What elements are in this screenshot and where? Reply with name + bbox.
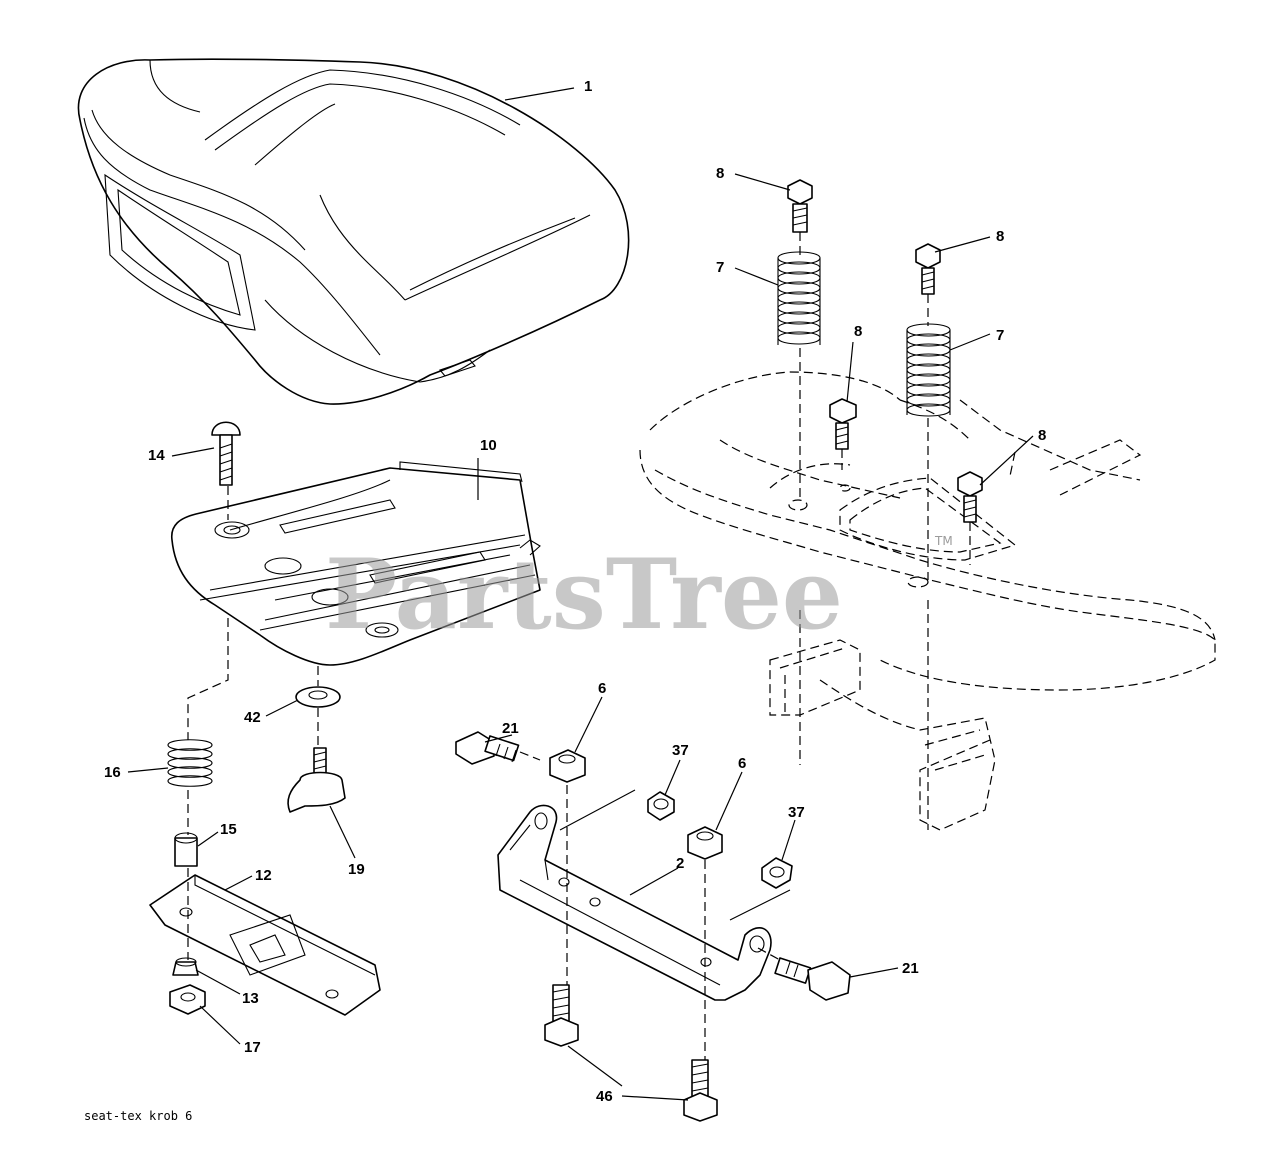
callout-knob: 19	[348, 861, 365, 878]
callout-labels: 1 8 7 8 7 8 8 10 14 42 16 15 12 19 13 17…	[104, 78, 1046, 1105]
carriage-bolt-part[interactable]	[211, 421, 241, 486]
callout-carriage-bolt: 14	[148, 447, 165, 464]
callout-nut-b: 6	[738, 755, 746, 772]
washer-42-part[interactable]	[295, 686, 341, 708]
callout-bolt-d: 8	[1038, 427, 1046, 444]
callout-seat-pan: 10	[480, 437, 497, 454]
nut-17-part[interactable]	[169, 984, 206, 1015]
callout-shoulder-bolt-b: 21	[902, 960, 919, 977]
callout-bracket: 2	[676, 855, 684, 872]
spring-a-part[interactable]	[777, 251, 821, 345]
drawing-code: seat-tex krob 6	[84, 1109, 192, 1123]
bolt-d-part[interactable]	[957, 471, 983, 523]
nut-b-part[interactable]	[687, 826, 723, 860]
spring-16-part[interactable]	[167, 739, 213, 787]
callout-seat: 1	[584, 78, 592, 95]
knob-part[interactable]	[287, 747, 346, 813]
fender-reference	[639, 371, 1216, 831]
callout-spacer: 15	[220, 821, 237, 838]
callout-nut-a: 6	[598, 680, 606, 697]
nut-13-part[interactable]	[172, 957, 199, 976]
callout-spring-16: 16	[104, 764, 121, 781]
callout-spring-a: 7	[716, 259, 724, 276]
callout-washer-a: 37	[672, 742, 689, 759]
bolt-a-part[interactable]	[787, 179, 813, 233]
spacer-part[interactable]	[174, 832, 198, 867]
seat-pan-part[interactable]	[171, 461, 541, 666]
callout-nut-13: 13	[242, 990, 259, 1007]
bolt-c-part[interactable]	[829, 398, 857, 450]
watermark: PartsTree TM	[325, 534, 953, 651]
nut-a-part[interactable]	[549, 749, 586, 783]
bolt-46-b-part[interactable]	[683, 1059, 718, 1122]
callout-shoulder-bolt-a: 21	[502, 720, 519, 737]
callout-nut-17: 17	[244, 1039, 261, 1056]
spring-b-part[interactable]	[906, 323, 951, 417]
callout-slide: 12	[255, 867, 272, 884]
callout-spring-b: 7	[996, 327, 1004, 344]
callout-washer-42: 42	[244, 709, 261, 726]
slide-part[interactable]	[149, 874, 381, 1016]
bracket-part[interactable]	[497, 789, 791, 1001]
washer-b-part[interactable]	[761, 857, 793, 889]
callout-bolt-c: 8	[854, 323, 862, 340]
shoulder-bolt-b-part[interactable]	[774, 957, 851, 1001]
watermark-text: PartsTree	[325, 538, 843, 651]
watermark-tm: TM	[934, 534, 953, 548]
assembly-lines	[187, 232, 971, 1060]
washer-a-part[interactable]	[647, 791, 675, 821]
callout-washer-b: 37	[788, 804, 805, 821]
seat-part[interactable]	[77, 58, 630, 405]
leader-lines	[127, 87, 1034, 1101]
bolt-46-a-part[interactable]	[544, 984, 579, 1047]
shoulder-bolt-a-part[interactable]	[455, 731, 520, 765]
callout-bolt-a: 8	[716, 165, 724, 182]
callout-bolt-46: 46	[596, 1088, 613, 1105]
callout-bolt-b: 8	[996, 228, 1004, 245]
